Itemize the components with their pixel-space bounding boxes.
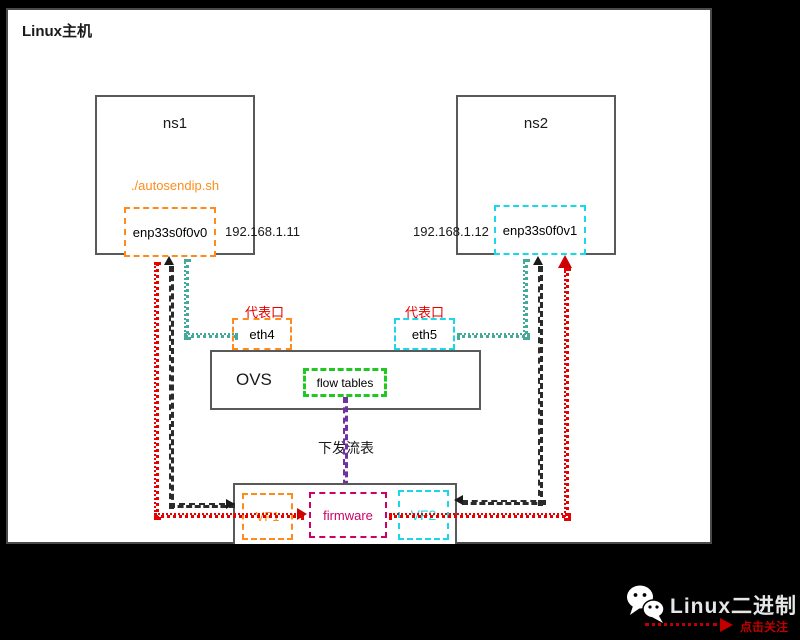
black-arrow-up-ns2-icon — [533, 256, 543, 265]
ns2-vf-interface-label: enp33s0f0v1 — [502, 222, 578, 238]
black-path-right-vertical — [538, 266, 543, 506]
ns1-vf-interface: enp33s0f0v0 — [124, 207, 216, 257]
ovs-title: OVS — [236, 370, 272, 389]
teal-path-right-horizontal — [457, 333, 530, 338]
host-title: Linux主机 — [22, 23, 92, 40]
flow-tables-box: flow tables — [303, 368, 387, 397]
follow-text[interactable]: 点击关注 — [740, 620, 789, 634]
follow-arrow-icon — [720, 618, 733, 632]
eth5-label: eth5 — [411, 326, 438, 342]
eth4-label: eth4 — [249, 326, 275, 342]
flow-tables-label: flow tables — [316, 375, 374, 390]
red-arrow-into-firmware-icon — [297, 508, 307, 520]
eth4-port: eth4 — [232, 318, 292, 350]
representor-label-left: 代表口 — [245, 305, 285, 320]
ns2-ip-address: 192.168.1.12 — [413, 224, 489, 239]
black-arrow-into-nic-right-icon — [454, 495, 463, 505]
linux-host-panel — [6, 8, 712, 544]
brand-name: Linux二进制 — [670, 595, 797, 618]
teal-path-left-vertical — [184, 259, 189, 340]
red-path-right-horizontal — [389, 513, 571, 518]
ns2-title: ns2 — [523, 115, 549, 132]
flow-push-connector — [343, 397, 348, 496]
teal-path-right-vertical — [523, 259, 528, 340]
red-path-left-horizontal — [154, 513, 304, 518]
black-arrow-up-ns1-icon — [164, 256, 174, 265]
ns1-autosendip-script: ./autosendip.sh — [130, 178, 220, 193]
ns1-ip-address: 192.168.1.11 — [225, 224, 300, 239]
firmware-label: firmware — [323, 507, 373, 523]
ns2-vf-interface: enp33s0f0v1 — [494, 205, 586, 255]
firmware-box: firmware — [309, 492, 387, 538]
ns1-title: ns1 — [162, 115, 188, 132]
red-arrow-up-ns2-icon — [558, 255, 572, 268]
eth5-port: eth5 — [394, 318, 455, 350]
teal-path-left-horizontal — [184, 333, 238, 338]
black-path-left-vertical — [169, 266, 174, 509]
ns1-vf-interface-label: enp33s0f0v0 — [132, 224, 208, 240]
red-path-left-vertical — [154, 262, 159, 520]
black-arrow-into-nic-left-icon — [226, 499, 235, 509]
representor-label-right: 代表口 — [405, 305, 445, 320]
follow-dotted-line — [645, 623, 717, 626]
wechat-icon — [626, 583, 666, 625]
black-path-right-horizontal — [462, 500, 546, 505]
red-path-right-vertical — [564, 268, 569, 521]
